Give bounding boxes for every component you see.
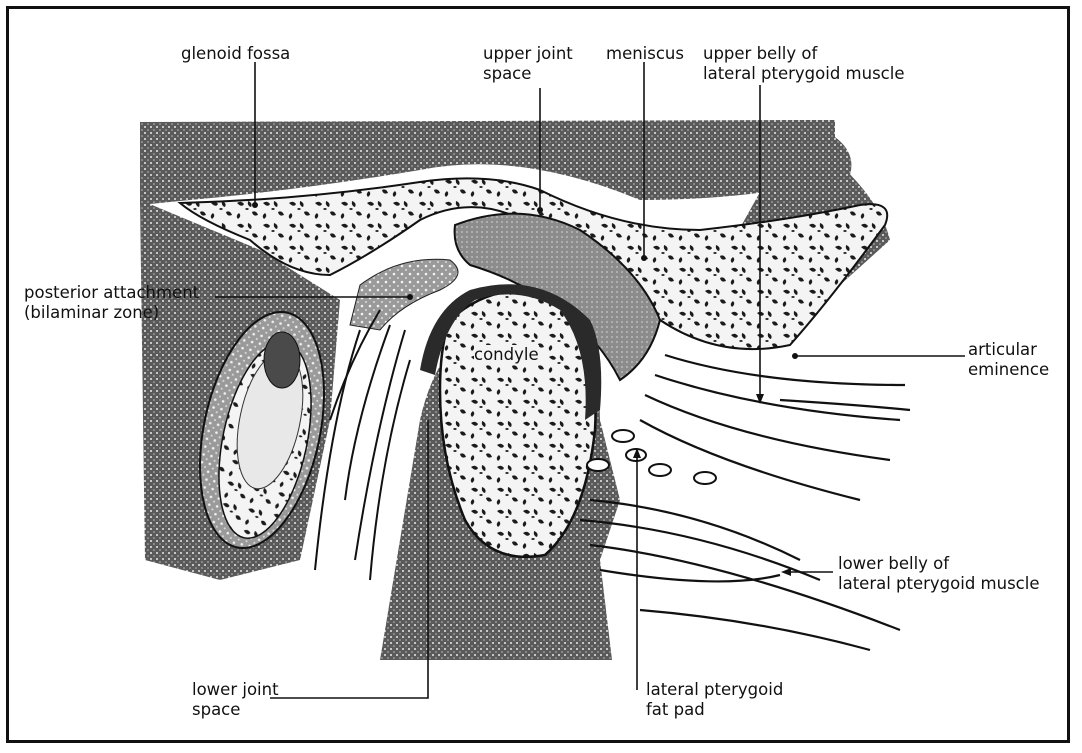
label-articular-eminence: articular eminence <box>968 340 1049 380</box>
label-glenoid-fossa: glenoid fossa <box>181 44 290 64</box>
label-posterior-attachment: posterior attachment (bilaminar zone) <box>24 283 199 323</box>
label-lower-belly: lower belly of lateral pterygoid muscle <box>838 554 1040 594</box>
condyle <box>440 291 596 557</box>
label-lower-joint-space: lower joint space <box>192 680 279 720</box>
label-upper-joint-space: upper joint space <box>483 44 573 84</box>
label-condyle: condyle <box>474 345 539 365</box>
label-fat-pad: lateral pterygoid fat pad <box>646 680 783 720</box>
upper-belly-fibers <box>640 355 910 500</box>
label-upper-belly: upper belly of lateral pterygoid muscle <box>703 44 905 84</box>
label-meniscus: meniscus <box>606 44 684 64</box>
